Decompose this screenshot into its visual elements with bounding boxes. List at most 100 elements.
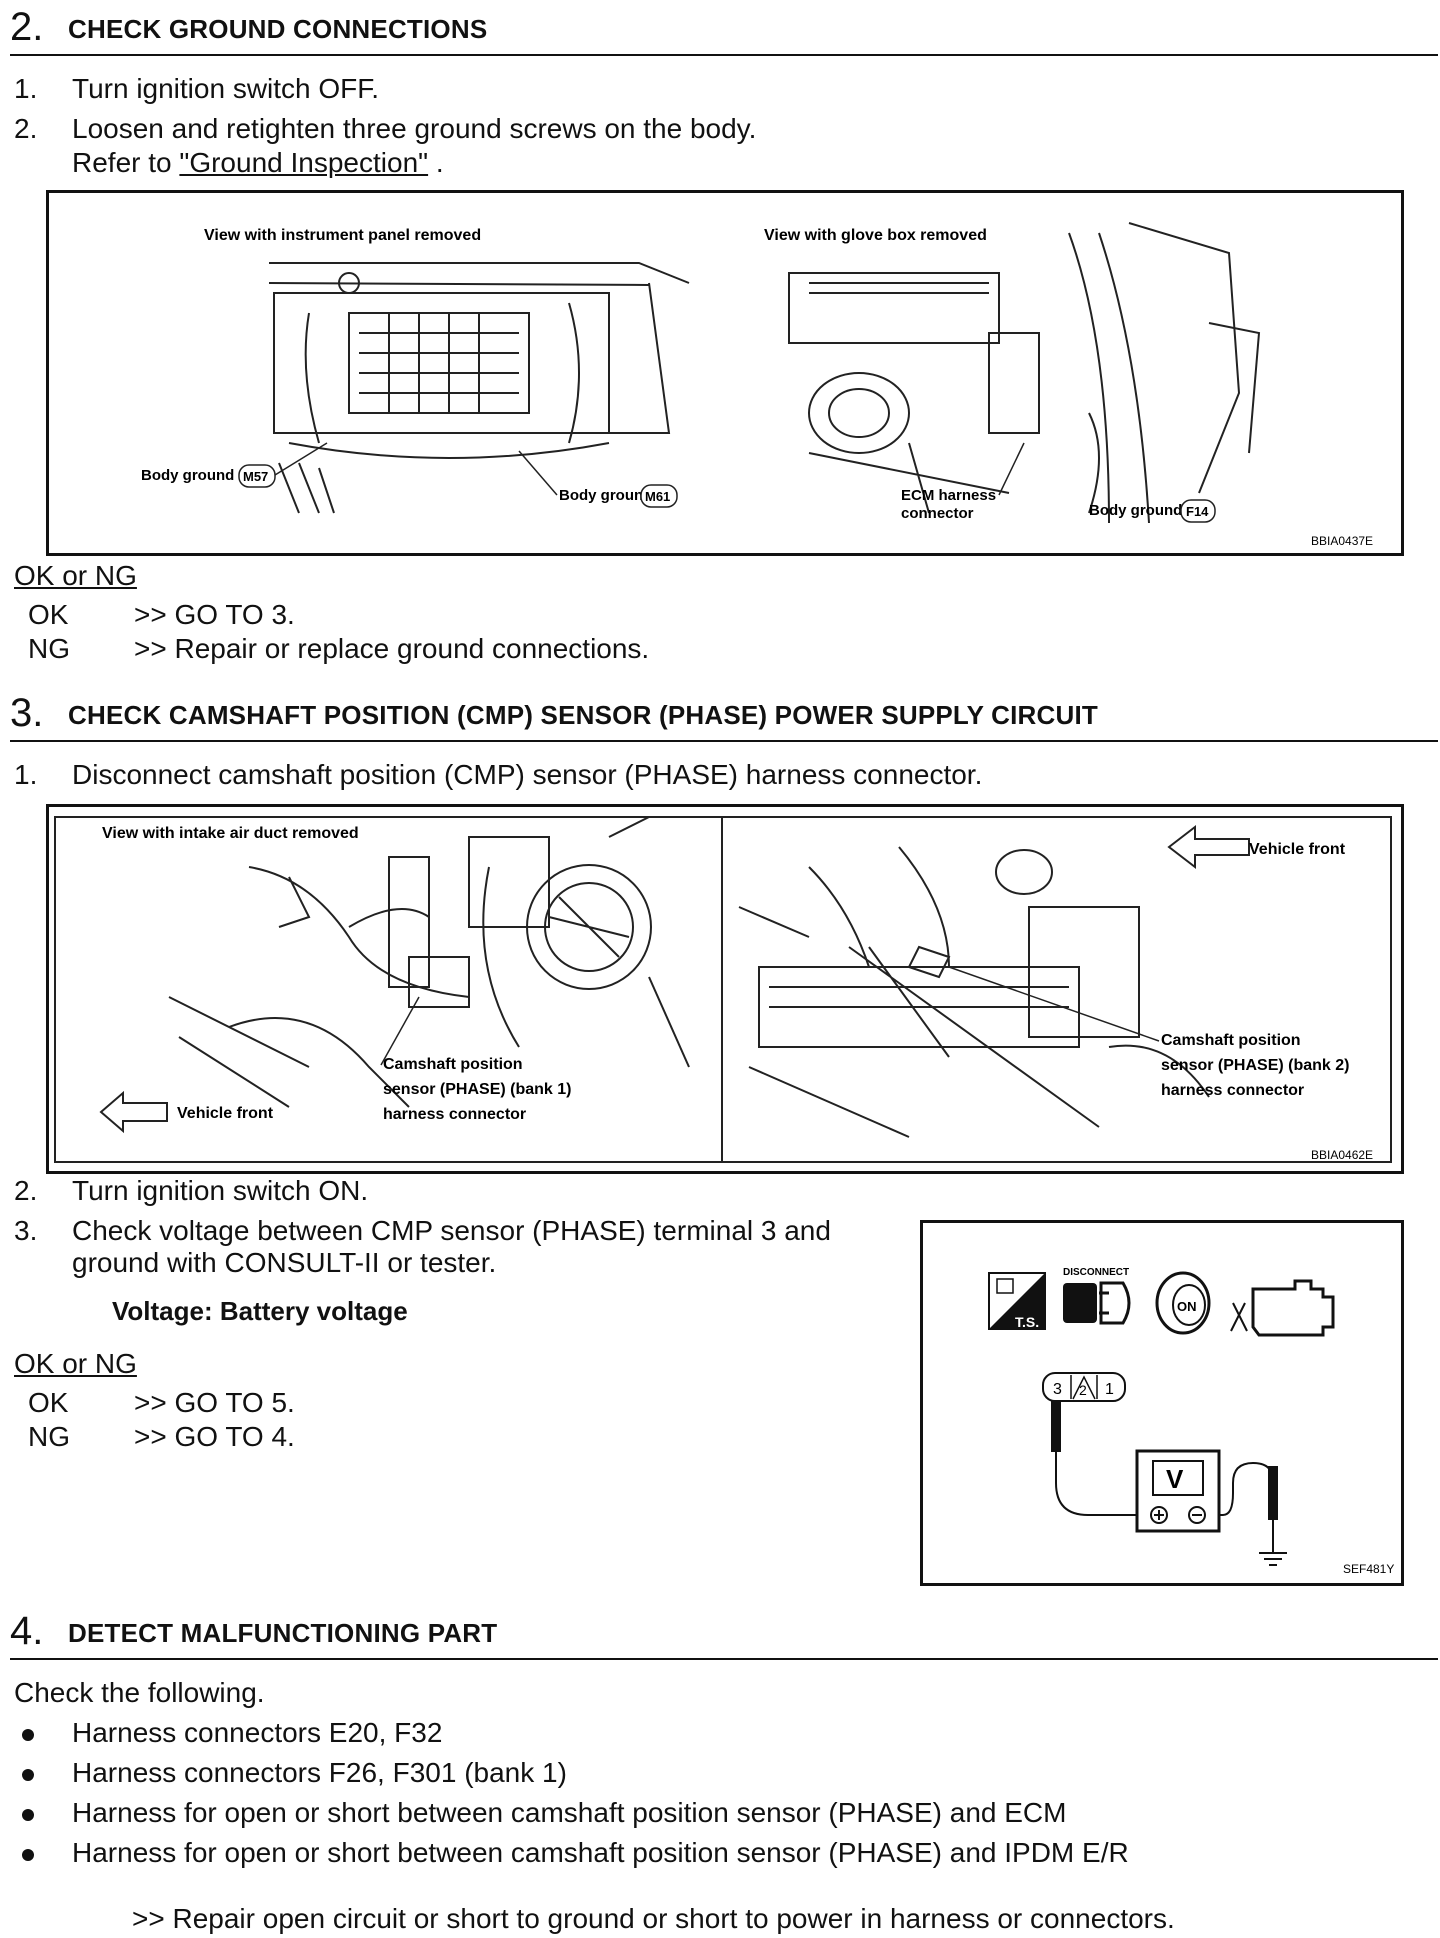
left-vehicle-front-arrow-icon bbox=[99, 1090, 168, 1134]
bank2-label-line2: sensor (PHASE) (bank 2) bbox=[1161, 1057, 1349, 1074]
terminal-2: 2 bbox=[1079, 1382, 1087, 1398]
step-text-line-1: Check voltage between CMP sensor (PHASE)… bbox=[72, 1215, 831, 1246]
refer-prefix: Refer to bbox=[72, 147, 180, 178]
result-value: >> GO TO 3. bbox=[134, 599, 295, 630]
section-3-step-2: 2. Turn ignition switch ON. bbox=[14, 1174, 914, 1208]
step-text: Turn ignition switch OFF. bbox=[72, 73, 380, 104]
section-3-header: 3. CHECK CAMSHAFT POSITION (CMP) SENSOR … bbox=[10, 686, 1438, 742]
result-key: NG bbox=[28, 1421, 70, 1452]
cmp-sensor-illustration: View with intake air duct removed Camsha… bbox=[54, 816, 1392, 1163]
section-2-step-1: 1. Turn ignition switch OFF. bbox=[14, 72, 1414, 106]
ts-icon: T.S. bbox=[988, 1272, 1046, 1330]
body-ground-f14-code: F14 bbox=[1186, 504, 1209, 519]
meter-label: V bbox=[1166, 1464, 1184, 1494]
on-label: ON bbox=[1177, 1299, 1197, 1314]
section-3-okng-heading: OK or NG bbox=[14, 1348, 137, 1379]
body-ground-m61-label: Body ground bbox=[559, 487, 652, 504]
section-3-ok-row: OK >> GO TO 5. bbox=[14, 1386, 714, 1420]
result-key: OK bbox=[28, 1387, 69, 1418]
disconnect-icon: DISCONNECT bbox=[1063, 1267, 1131, 1325]
bullet-icon bbox=[22, 1849, 34, 1861]
bullet-text: Harness for open or short between camsha… bbox=[72, 1837, 1129, 1868]
section-2-ng-row: NG >> Repair or replace ground connectio… bbox=[14, 632, 914, 666]
section-3-title: CHECK CAMSHAFT POSITION (CMP) SENSOR (PH… bbox=[68, 700, 1098, 730]
right-view-caption: View with glove box removed bbox=[764, 227, 987, 244]
section-2-header: 2. CHECK GROUND CONNECTIONS bbox=[10, 0, 1438, 56]
bullet-text: Harness connectors E20, F32 bbox=[72, 1717, 443, 1748]
step-text: Disconnect camshaft position (CMP) senso… bbox=[72, 759, 983, 790]
ecm-harness-label-2: connector bbox=[901, 505, 974, 522]
section-2-number: 2. bbox=[10, 5, 44, 49]
body-ground-m61-code: M61 bbox=[645, 489, 670, 504]
voltage-check-figure: T.S. DISCONNECT ON 3 2 1 bbox=[920, 1220, 1404, 1586]
section-4-title: DETECT MALFUNCTIONING PART bbox=[68, 1618, 498, 1648]
left-vehicle-front-label: Vehicle front bbox=[177, 1105, 274, 1122]
bullet-icon bbox=[22, 1769, 34, 1781]
list-item: Harness connectors E20, F32 bbox=[14, 1716, 1414, 1750]
section-3-ng-row: NG >> GO TO 4. bbox=[14, 1420, 714, 1454]
result-key: NG bbox=[28, 633, 70, 664]
section-2-okng-heading: OK or NG bbox=[14, 560, 137, 591]
ground-inspection-link[interactable]: "Ground Inspection" bbox=[179, 147, 429, 178]
m57-badge bbox=[238, 464, 276, 488]
section-4-intro: Check the following. bbox=[14, 1677, 265, 1708]
ground-connections-illustration: View with instrument panel removed View … bbox=[141, 222, 1373, 548]
voltage-check-illustration: T.S. DISCONNECT ON 3 2 1 bbox=[988, 1267, 1394, 1576]
bullet-text: Harness for open or short between camsha… bbox=[72, 1797, 1067, 1828]
section-2-title: CHECK GROUND CONNECTIONS bbox=[68, 14, 488, 44]
step-number: 2. bbox=[14, 1175, 38, 1206]
bank2-label-line1: Camshaft position bbox=[1161, 1032, 1301, 1049]
terminal-3: 3 bbox=[1053, 1381, 1062, 1398]
cmp-sensor-figure: View with intake air duct removed Camsha… bbox=[46, 804, 1404, 1174]
ecm-harness-label-1: ECM harness bbox=[901, 487, 996, 504]
section-3-number: 3. bbox=[10, 691, 44, 735]
section-3-step-3-line-2: ground with CONSULT-II or tester. bbox=[72, 1247, 497, 1278]
figure-code: BBIA0437E bbox=[1311, 534, 1373, 548]
refer-suffix: . bbox=[428, 147, 444, 178]
step-number: 2. bbox=[14, 113, 38, 144]
section-4-result: >> Repair open circuit or short to groun… bbox=[132, 1903, 1175, 1934]
left-view-caption: View with intake air duct removed bbox=[102, 825, 359, 842]
bullet-icon bbox=[22, 1729, 34, 1741]
section-3-step-3: 3. Check voltage between CMP sensor (PHA… bbox=[14, 1214, 914, 1248]
m61-badge bbox=[640, 484, 678, 508]
list-item: Harness connectors F26, F301 (bank 1) bbox=[14, 1756, 1414, 1790]
body-ground-f14-label: Body ground bbox=[1089, 502, 1182, 519]
voltmeter-icon: V bbox=[1135, 1449, 1221, 1533]
voltage-spec: Voltage: Battery voltage bbox=[112, 1296, 408, 1326]
list-item: Harness for open or short between camsha… bbox=[14, 1796, 1414, 1830]
section-2-step-2: 2. Loosen and retighten three ground scr… bbox=[14, 112, 1414, 146]
result-value: >> Repair or replace ground connections. bbox=[134, 633, 650, 664]
step-number: 1. bbox=[14, 73, 38, 104]
engine-icon bbox=[1230, 1279, 1335, 1337]
list-item: Harness for open or short between camsha… bbox=[14, 1836, 1414, 1870]
body-ground-m57-label: Body ground bbox=[141, 467, 234, 484]
step-number: 1. bbox=[14, 759, 38, 790]
bank1-label-line1: Camshaft position bbox=[383, 1056, 523, 1073]
section-4-number: 4. bbox=[10, 1609, 44, 1653]
bank1-label-line3: harness connector bbox=[383, 1106, 526, 1123]
section-4-header: 4. DETECT MALFUNCTIONING PART bbox=[10, 1604, 1438, 1660]
section-2-ok-row: OK >> GO TO 3. bbox=[14, 598, 914, 632]
connector-terminals: 3 2 1 bbox=[1042, 1372, 1126, 1402]
ts-label: T.S. bbox=[1015, 1314, 1039, 1330]
step-number: 3. bbox=[14, 1215, 38, 1246]
ignition-on-icon: ON bbox=[1155, 1271, 1211, 1335]
disconnect-label: DISCONNECT bbox=[1063, 1267, 1129, 1278]
right-vehicle-front-arrow-icon bbox=[1167, 824, 1250, 870]
f14-badge bbox=[1180, 499, 1216, 523]
left-view-caption: View with instrument panel removed bbox=[204, 227, 481, 244]
figure-code: SEF481Y bbox=[1343, 1562, 1394, 1576]
bullet-icon bbox=[22, 1809, 34, 1821]
result-value: >> GO TO 5. bbox=[134, 1387, 295, 1418]
result-key: OK bbox=[28, 599, 69, 630]
step-text: Loosen and retighten three ground screws… bbox=[72, 113, 757, 144]
right-vehicle-front-label: Vehicle front bbox=[1249, 841, 1346, 858]
step-text: Turn ignition switch ON. bbox=[72, 1175, 369, 1206]
result-value: >> GO TO 4. bbox=[134, 1421, 295, 1452]
refer-line: Refer to "Ground Inspection" . bbox=[72, 146, 972, 180]
ground-connections-figure: View with instrument panel removed View … bbox=[46, 190, 1404, 556]
figure-code: BBIA0462E bbox=[1311, 1148, 1373, 1162]
terminal-1: 1 bbox=[1105, 1381, 1114, 1398]
body-ground-m57-code: M57 bbox=[243, 469, 268, 484]
